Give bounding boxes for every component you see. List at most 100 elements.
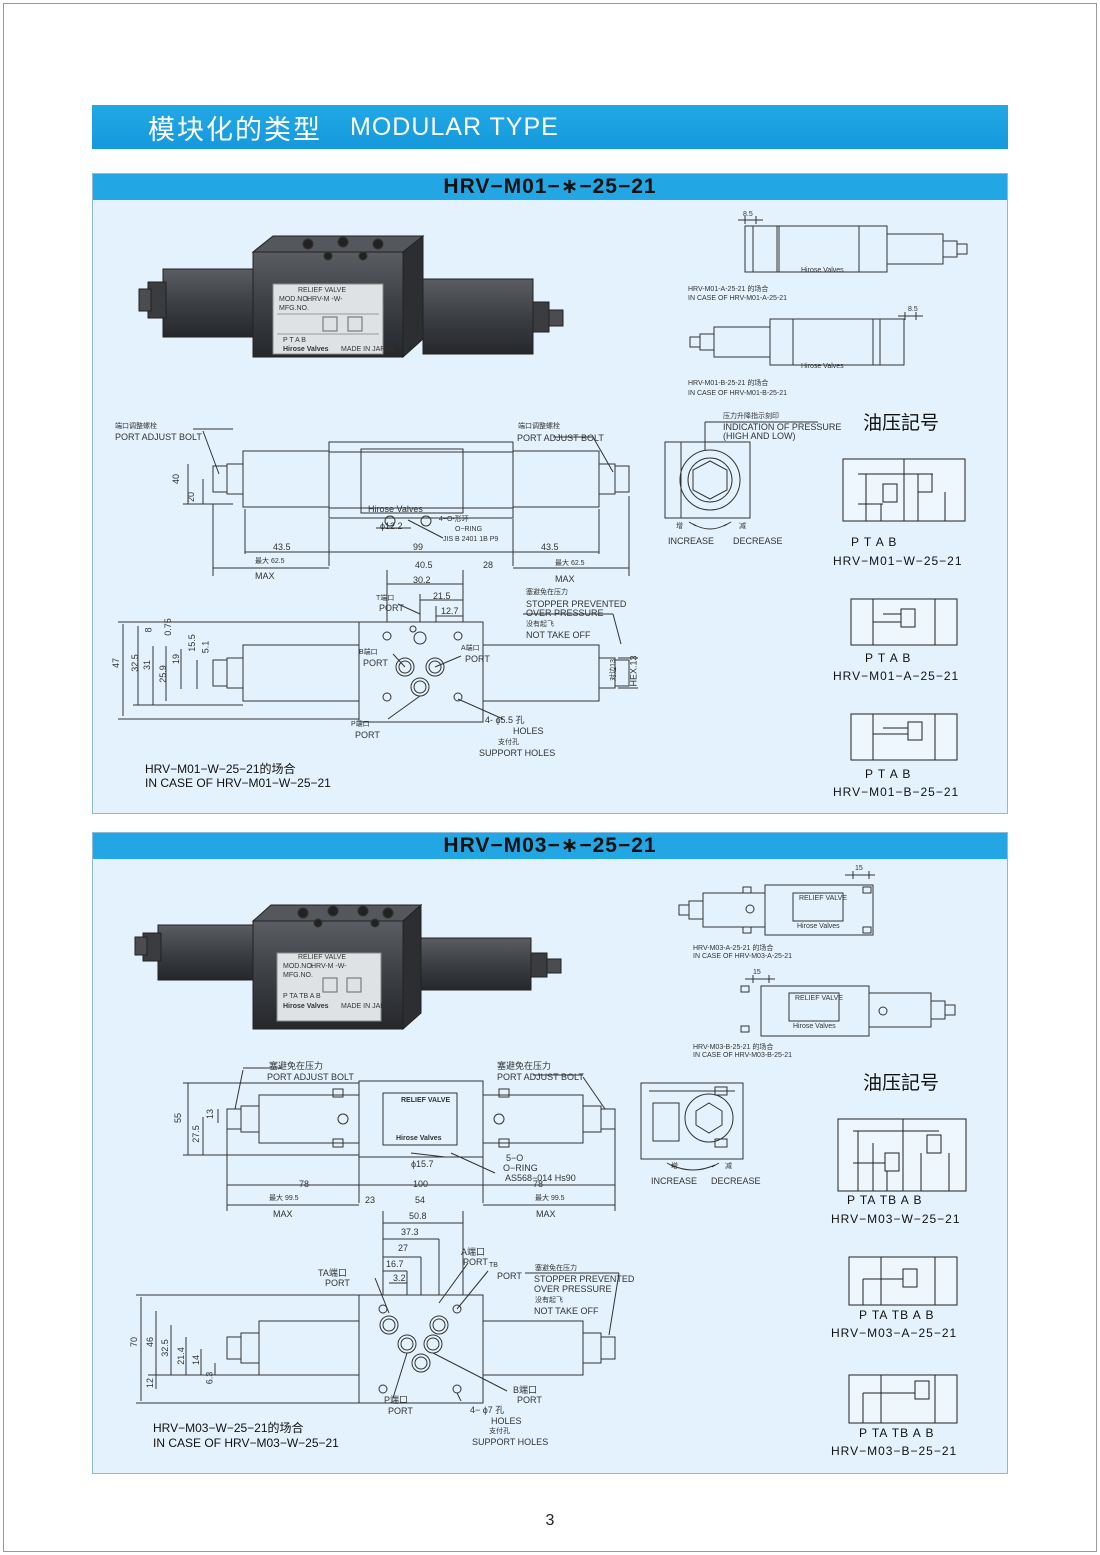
- dim-54: 54: [415, 1195, 426, 1205]
- a-port-en: PORT: [463, 1257, 488, 1267]
- support-cn: 支付孔: [489, 1428, 510, 1435]
- symbol-b-ports: P T A B: [865, 767, 912, 781]
- t-port-en: PORT: [379, 603, 404, 613]
- plate-mod-val: HRV-M -W-: [311, 963, 347, 970]
- stopper-en1: STOPPER PREVENTED: [534, 1274, 635, 1284]
- dim-h13: 13: [205, 1108, 216, 1120]
- plate-title: RELIEF VALVE: [298, 287, 346, 294]
- bolt-left-cn: 塞避免在压力: [269, 1061, 324, 1071]
- plate-mfg: MFG.NO.: [279, 305, 309, 312]
- thumb-b-brand: Hirose Valves: [793, 1023, 836, 1030]
- thumb-a-brand: Hirose Valves: [797, 923, 840, 930]
- decrease-label: DECREASE: [711, 1176, 761, 1186]
- dec-cn: 减: [725, 1163, 732, 1170]
- thumb-a-dim: 8.5: [743, 211, 753, 218]
- dim-v32-5: 32.5: [129, 654, 140, 672]
- valve-photo-m01: [138, 234, 564, 359]
- thumb-a-caption-en: IN CASE OF HRV-M03-A-25-21: [693, 953, 793, 960]
- dim-h20: 20: [186, 491, 197, 503]
- p-port-en: PORT: [355, 730, 380, 740]
- dim-v19: 19: [171, 653, 182, 665]
- symbol-w-ports: P TA TB A B: [847, 1193, 923, 1207]
- holes-en: HOLES: [491, 1416, 522, 1426]
- p-port-cn: P端口: [351, 721, 370, 728]
- bolt-left-en: PORT ADJUST BOLT: [267, 1072, 354, 1082]
- symbols-title: 油压記号: [863, 1072, 940, 1094]
- section-title: HRV−M03−∗−25−21: [93, 833, 1007, 859]
- bolt-left-en: PORT ADJUST BOLT: [115, 432, 202, 442]
- dim-phi: ϕ15.7: [411, 1159, 434, 1169]
- max-right-en: MAX: [536, 1209, 556, 1219]
- bottom-view-m01: [118, 570, 638, 723]
- oring-en: O−RING: [455, 526, 483, 533]
- valve-photo-m03: [134, 903, 562, 1031]
- caption-cn: HRV−M03−W−25−21的场合: [153, 1421, 304, 1435]
- support-en: SUPPORT HOLES: [472, 1437, 549, 1447]
- dim-12-7: 12.7: [441, 606, 459, 616]
- stopper-cn: 塞避免在压力: [535, 1265, 577, 1272]
- thumb-b-dim: 15: [753, 969, 761, 976]
- thumb-b-plate: RELIEF VALVE: [795, 995, 843, 1002]
- ta-port-en: PORT: [325, 1278, 350, 1288]
- plate-mod: MOD.NO.: [279, 296, 310, 303]
- oring-cn: 4−O-形环: [439, 516, 469, 523]
- inc-cn: 增: [671, 1163, 678, 1170]
- main-header: 模块化的类型 MODULAR TYPE: [92, 105, 1008, 149]
- dim-v6-3: 6.3: [204, 1371, 215, 1385]
- dim-21-5: 21.5: [433, 591, 451, 601]
- dim-v15-5: 15.5: [186, 634, 197, 652]
- dim-23: 23: [365, 1195, 376, 1205]
- max-left: 最大 62.5: [255, 558, 285, 565]
- oring-cn: 5−O: [506, 1153, 524, 1163]
- top-view-m01: [183, 428, 630, 576]
- noff-cn: 没有起飞: [526, 621, 554, 628]
- thumb-m01-b: [689, 312, 923, 366]
- section-hrv-m01: HRV−M01−∗−25−21: [92, 173, 1008, 814]
- section2-drawings: [134, 871, 967, 1424]
- hex-en: HEX.13: [628, 655, 639, 687]
- plate-mfg: MFG.NO.: [283, 972, 313, 979]
- thumb-b-caption-en: IN CASE OF HRV-M03-B-25-21: [693, 1052, 793, 1059]
- thumb-m01-a: [738, 216, 968, 273]
- symbol-b-ports: P TA TB A B: [859, 1426, 935, 1440]
- top-view-m03: [183, 1067, 616, 1211]
- p-port-en: PORT: [388, 1406, 413, 1416]
- symbol-w-name: HRV−M01−W−25−21: [833, 554, 963, 568]
- noff-en: NOT TAKE OFF: [534, 1306, 599, 1316]
- section1-drawings: [118, 216, 968, 761]
- plate-ports: P T A B: [283, 337, 306, 344]
- page-border: [3, 3, 1097, 1552]
- oring-std: AS568−014 Hs90: [505, 1173, 576, 1183]
- side-view-m01: [664, 421, 818, 530]
- bolt-right-cn: 塞避免在压力: [497, 1061, 552, 1071]
- ta-port-cn: TA端口: [318, 1268, 347, 1278]
- hydraulic-symbols-m03: [837, 1118, 967, 1424]
- dim-v12: 12: [145, 1377, 156, 1389]
- oring-std: JIS B 2401 1B P9: [443, 536, 499, 543]
- p-port-cn: P端口: [384, 1395, 409, 1405]
- thumb-b-dim: 8.5: [908, 306, 918, 313]
- top-brand: Hirose Valves: [396, 1135, 442, 1142]
- dim-left: 43.5: [273, 542, 291, 552]
- symbol-b-name: HRV−M01−B−25−21: [833, 785, 960, 799]
- bolt-right-en: PORT ADJUST BOLT: [517, 433, 604, 443]
- plate-made: MADE IN JAPAN: [341, 346, 395, 353]
- section-title: HRV−M01−∗−25−21: [93, 174, 1007, 200]
- dim-v0-75: 0.75: [162, 618, 173, 636]
- plate-brand: Hirose Valves: [283, 346, 329, 353]
- thumb-b-brand: Hirose Valves: [801, 363, 844, 370]
- decrease-label: DECREASE: [733, 536, 783, 546]
- max-right: 最大 62.5: [555, 560, 585, 567]
- dim-v25-9: 25.9: [157, 665, 168, 683]
- dim-v32-5: 32.5: [159, 1339, 170, 1357]
- top-plate: RELIEF VALVE: [401, 1097, 451, 1104]
- b-port-cn: B端口: [359, 649, 378, 656]
- thumb-a-dim: 15: [855, 865, 863, 872]
- increase-label: INCREASE: [651, 1176, 698, 1186]
- dim-mid: 99: [413, 542, 424, 552]
- inc-cn: 增: [676, 523, 683, 530]
- thumb-b-caption-cn: HRV-M01-B-25-21 的场合: [688, 380, 769, 387]
- dim-40-5: 40.5: [415, 560, 433, 570]
- thumb-a-caption-cn: HRV-M01-A-25-21 的场合: [688, 286, 769, 293]
- stopper-en1: STOPPER PREVENTED: [526, 599, 627, 609]
